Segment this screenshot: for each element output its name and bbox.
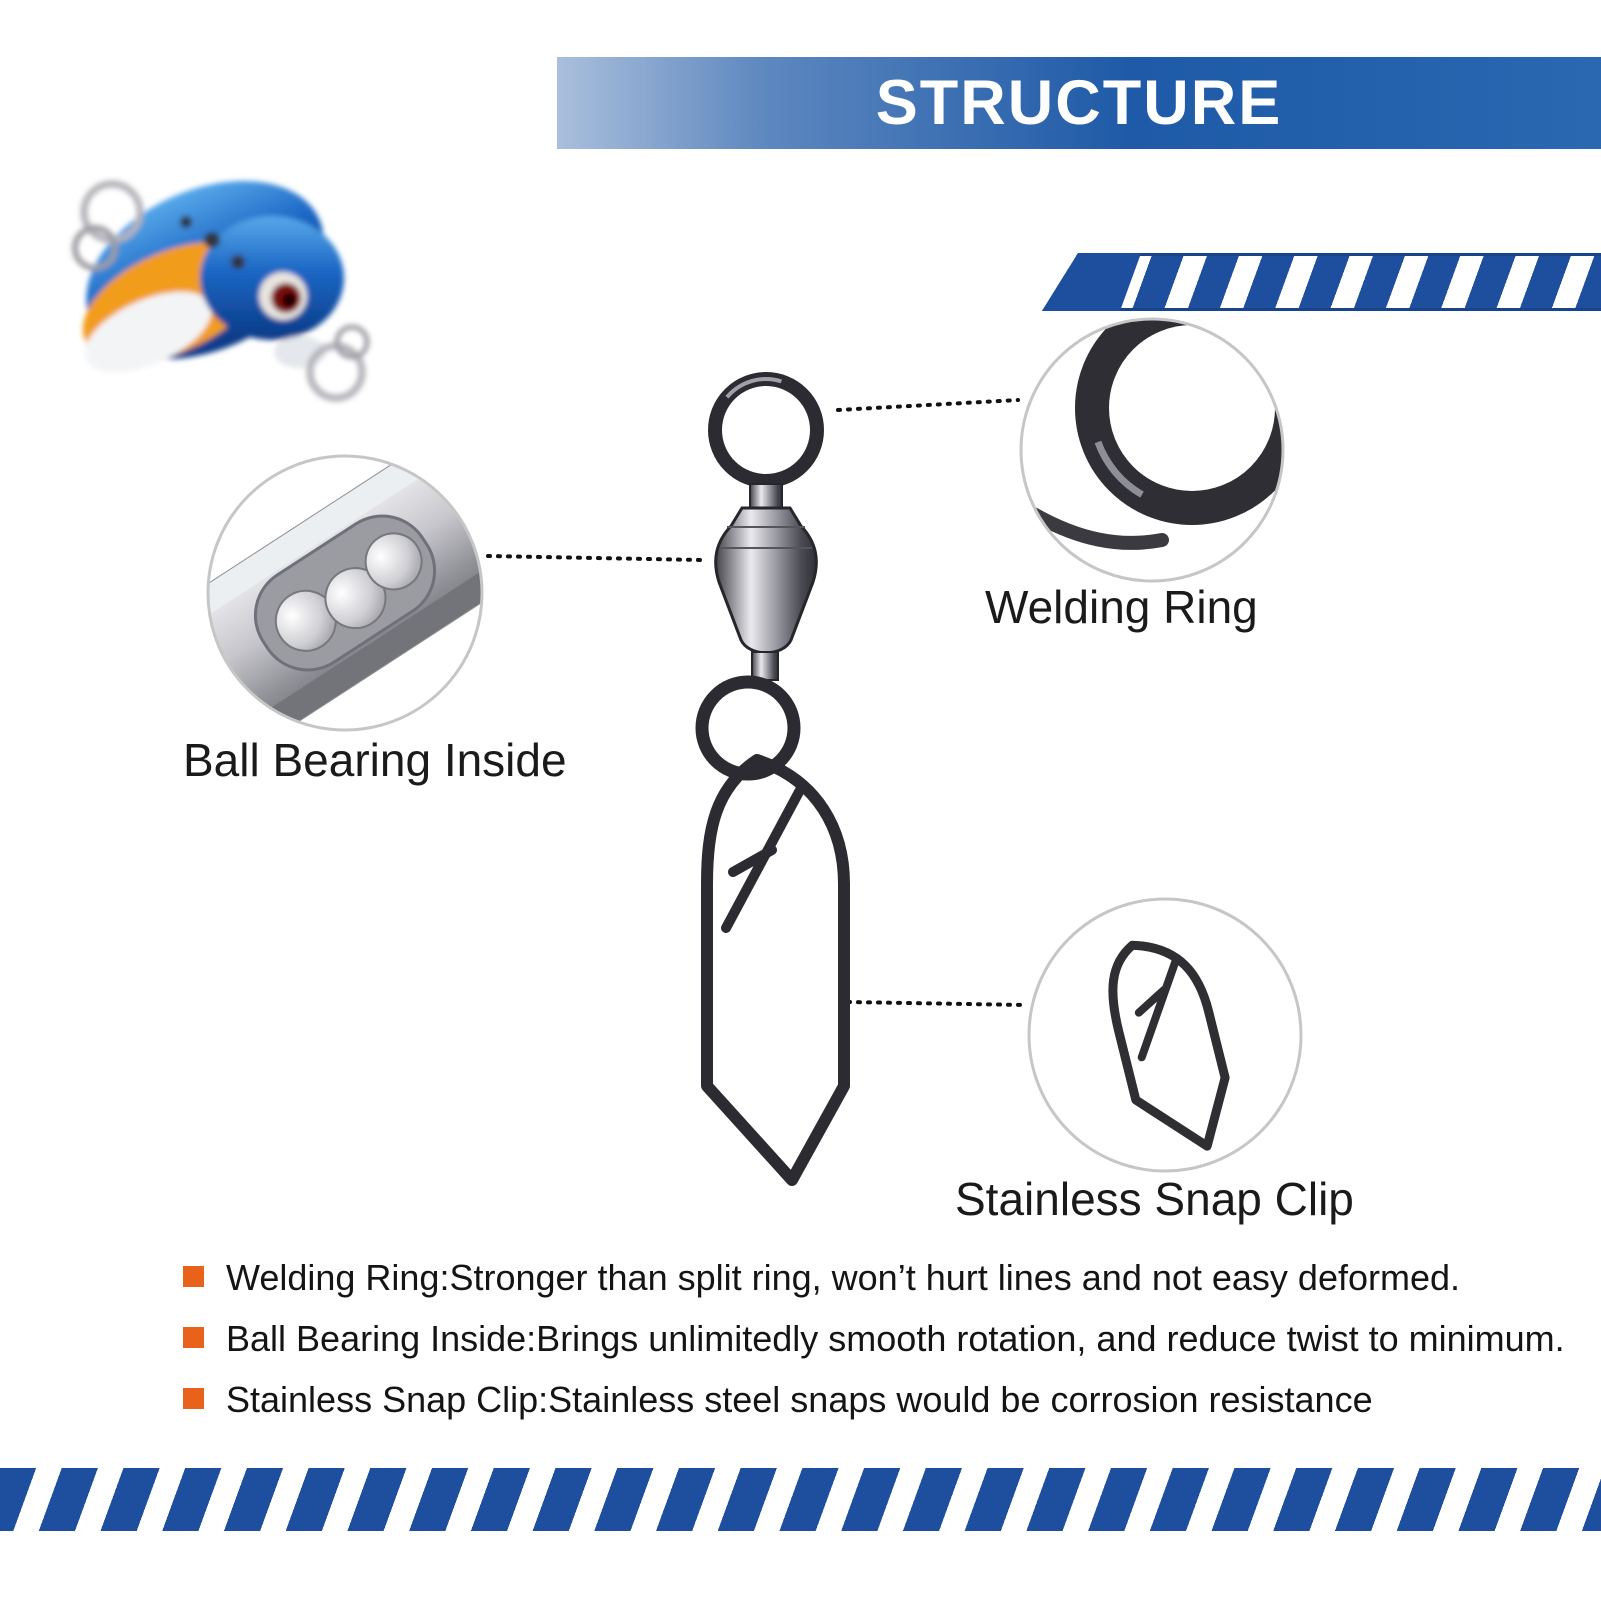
header-banner: STRUCTURE <box>557 57 1601 149</box>
lure-spot <box>204 232 220 248</box>
lure-spot <box>180 216 192 228</box>
striped-ribbon-bottom <box>0 1468 1601 1531</box>
bearing-ball <box>364 532 423 591</box>
page-title: STRUCTURE <box>875 68 1283 138</box>
fishing-lure-image <box>72 180 370 402</box>
connector-snap-clip <box>846 1000 1028 1007</box>
feature-ball-bearing: Ball Bearing Inside:Brings unlimitedly s… <box>183 1317 1595 1361</box>
front-hook-icon <box>80 180 144 244</box>
swivel-barrel <box>714 483 818 681</box>
welding-ring-zoom <box>1019 317 1285 583</box>
swivel-snap-product <box>695 372 850 1186</box>
feature-text: Welding Ring:Stronger than split ring, w… <box>226 1257 1461 1298</box>
feature-text: Stainless Snap Clip:Stainless steel snap… <box>226 1378 1373 1420</box>
feature-list: Welding Ring:Stronger than split ring, w… <box>183 1256 1595 1439</box>
lure-spot <box>231 255 245 269</box>
feature-snap-clip: Stainless Snap Clip:Stainless steel snap… <box>183 1378 1595 1422</box>
connector-lines <box>486 398 1028 1007</box>
ball-bearing-zoom <box>206 454 484 732</box>
bullet-square-icon <box>183 1387 204 1409</box>
label-ball-bearing: Ball Bearing Inside <box>183 734 567 786</box>
rear-hook-icon <box>306 342 366 402</box>
connector-welding-ring <box>836 398 1020 412</box>
bullet-square-icon <box>183 1266 204 1287</box>
snap-clip-zoom <box>1027 897 1303 1173</box>
label-welding-ring: Welding Ring <box>985 581 1258 633</box>
bullet-square-icon <box>183 1326 204 1348</box>
feature-text: Ball Bearing Inside:Brings unlimitedly s… <box>226 1317 1565 1359</box>
feature-welding-ring: Welding Ring:Stronger than split ring, w… <box>183 1256 1595 1300</box>
striped-ribbon-top <box>1042 253 1601 311</box>
label-snap-clip: Stainless Snap Clip <box>955 1173 1354 1225</box>
connector-ball-bearing <box>486 554 704 562</box>
snap-clip <box>701 754 850 1186</box>
